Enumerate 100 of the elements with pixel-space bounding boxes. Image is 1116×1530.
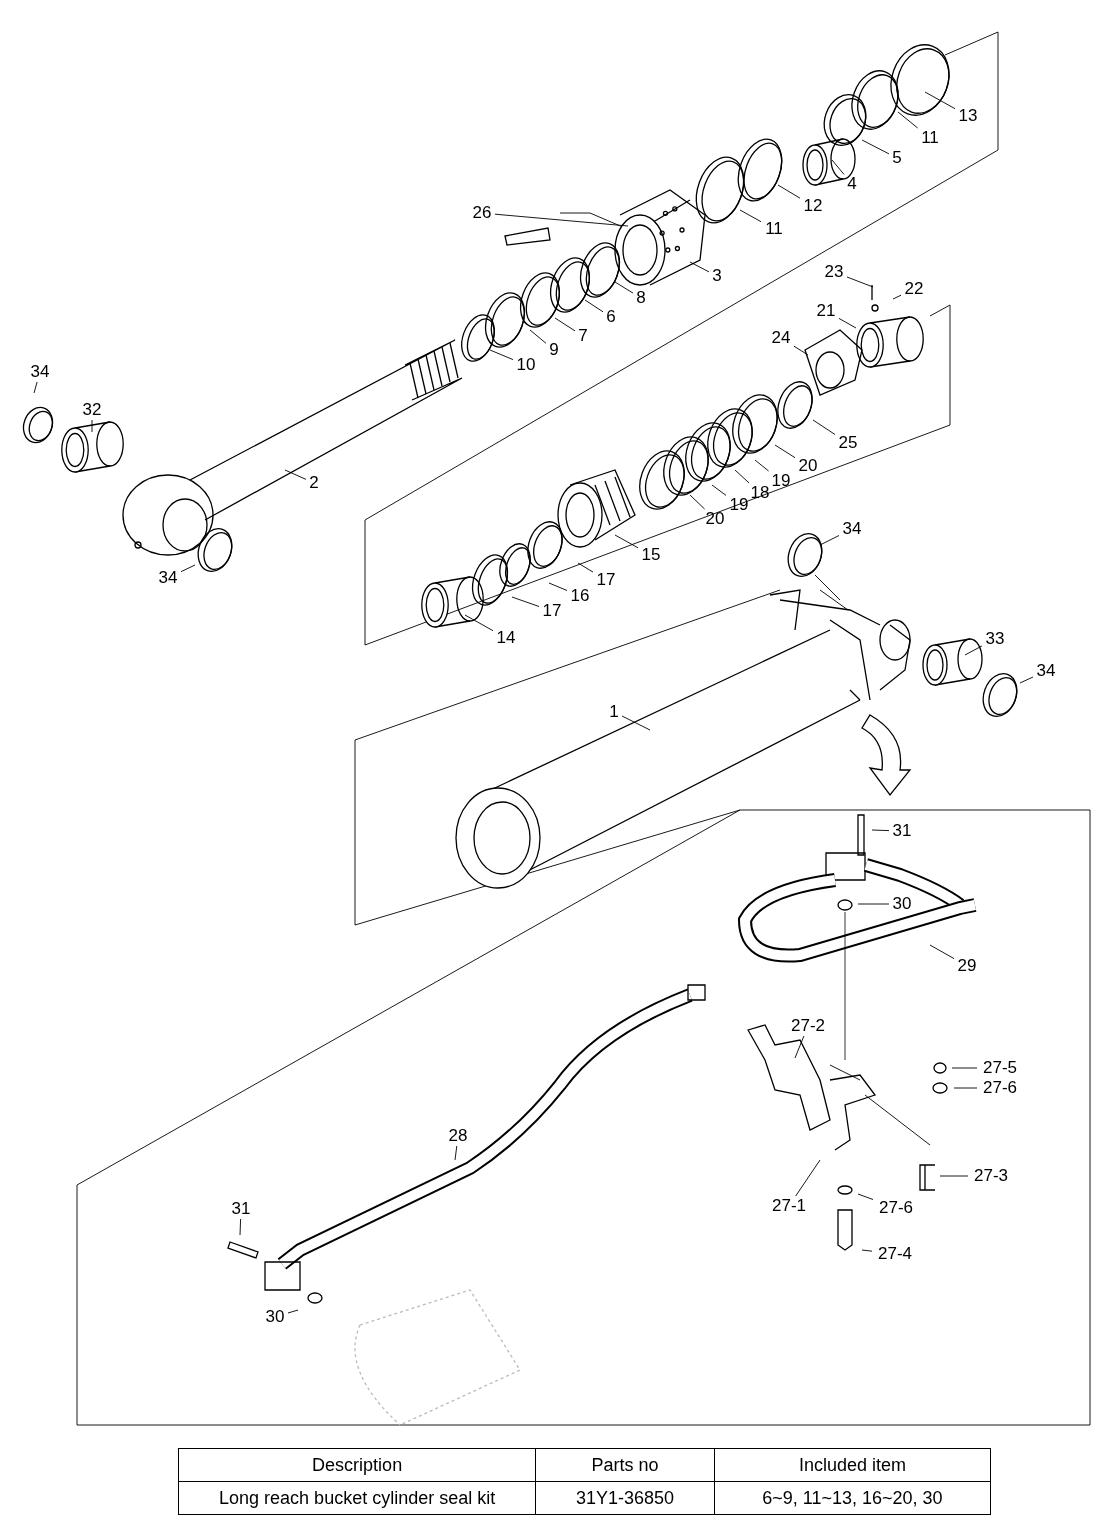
callout-number: 26 [471, 204, 493, 222]
callout-number: 12 [802, 197, 824, 215]
leader-line [239, 1218, 242, 1236]
table-entry: Long reach bucket cylinder seal kit [178, 1481, 536, 1515]
leader-line [739, 209, 762, 223]
callout-number: 11 [764, 220, 784, 238]
column-header: Included item [714, 1448, 991, 1482]
leader-line [777, 184, 801, 199]
leader-line [951, 1067, 978, 1069]
leader-line [529, 329, 547, 344]
callout-number: 14 [495, 629, 517, 647]
callout-number: 27-1 [771, 1197, 807, 1215]
callout-number: 25 [837, 434, 859, 452]
leader-line [924, 91, 956, 110]
leader-line [454, 1145, 458, 1161]
leader-line [871, 829, 890, 832]
leader-line [734, 469, 750, 484]
leader-line [861, 139, 890, 155]
callout-number: 8 [635, 289, 647, 307]
callout-number: 28 [447, 1127, 469, 1145]
callout-number: 34 [157, 569, 179, 587]
leader-line [794, 1035, 805, 1059]
leader-line [861, 1249, 873, 1252]
callout-number: 17 [541, 602, 563, 620]
callout-number: 30 [891, 895, 913, 913]
leader-line [953, 1087, 978, 1089]
leader-line [857, 903, 890, 905]
leader-line [819, 535, 840, 546]
leader-line [897, 111, 919, 129]
callout-number: 30 [264, 1308, 286, 1326]
callout-number: 3 [711, 267, 723, 285]
leader-line [939, 1175, 969, 1177]
callout-number: 5 [891, 149, 903, 167]
callout-number: 27-6 [878, 1199, 914, 1217]
leader-line [548, 582, 568, 591]
leader-line [929, 944, 955, 960]
leader-line [614, 534, 639, 549]
callout-number: 19 [770, 472, 792, 490]
callout-number: 24 [770, 329, 792, 347]
callout-number: 4 [846, 175, 858, 193]
leader-line [554, 317, 576, 332]
leader-line [1019, 676, 1034, 684]
callout-number: 11 [920, 129, 940, 147]
callout-number: 31 [230, 1200, 252, 1218]
leader-line [964, 645, 983, 656]
leader-line [857, 1193, 874, 1200]
leader-line [711, 484, 727, 496]
leader-line [614, 281, 634, 294]
callout-number: 16 [569, 587, 591, 605]
leader-line [33, 381, 38, 394]
leader-line [584, 299, 604, 313]
column-header: Description [178, 1448, 536, 1482]
callout-number: 9 [548, 341, 560, 359]
leader-line [793, 345, 809, 356]
callout-number: 34 [841, 520, 863, 538]
leader-line [464, 614, 494, 632]
callout-number: 20 [704, 510, 726, 528]
leader-line [180, 564, 196, 573]
callout-number: 32 [81, 401, 103, 419]
callout-number: 27-3 [973, 1167, 1009, 1185]
callout-number: 27-4 [877, 1245, 913, 1263]
leader-line [892, 294, 902, 300]
leader-line [838, 317, 857, 329]
leader-line [754, 459, 770, 472]
leader-line [494, 213, 629, 227]
callout-number: 15 [640, 546, 662, 564]
leader-line [689, 261, 710, 273]
leader-line [621, 715, 651, 731]
callout-number: 2 [308, 474, 320, 492]
column-header: Parts no [535, 1448, 715, 1482]
callout-number: 21 [815, 302, 837, 320]
leader-line [846, 276, 874, 288]
callout-number: 17 [595, 571, 617, 589]
callout-number: 23 [823, 263, 845, 281]
leader-line [774, 444, 796, 459]
callout-number: 34 [29, 363, 51, 381]
leader-line [689, 494, 706, 510]
callout-number: 33 [984, 630, 1006, 648]
callout-number: 31 [891, 822, 913, 840]
leader-line [284, 469, 307, 480]
callout-number: 22 [903, 280, 925, 298]
table-entry: 6~9, 11~13, 16~20, 30 [714, 1481, 991, 1515]
callout-number: 6 [605, 308, 617, 326]
callout-number: 7 [577, 327, 589, 345]
callout-number: 27-5 [982, 1059, 1018, 1077]
callout-number: 13 [957, 107, 979, 125]
table-entry: 31Y1-36850 [535, 1481, 715, 1515]
callout-number: 10 [515, 356, 537, 374]
callout-number: 27-6 [982, 1079, 1018, 1097]
callout-number: 34 [1035, 662, 1057, 680]
leader-line [831, 159, 845, 175]
leader-line [812, 419, 836, 435]
leader-line [795, 1159, 821, 1197]
leader-line [91, 419, 93, 433]
leader-line [577, 562, 594, 573]
leader-line [511, 596, 540, 607]
leader-line [489, 349, 514, 361]
callout-number: 29 [956, 957, 978, 975]
leader-line [287, 1309, 299, 1314]
callout-number: 27-2 [790, 1017, 826, 1035]
